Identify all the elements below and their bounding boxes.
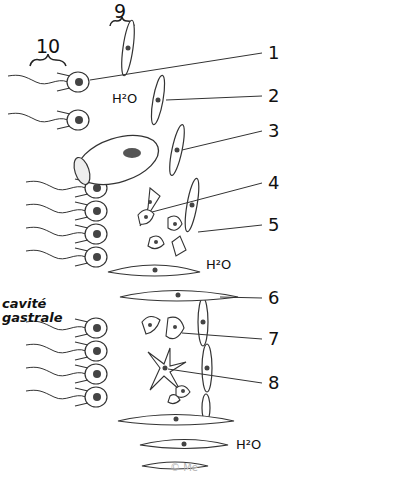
callout-number: 3 bbox=[268, 121, 279, 141]
water-label: H²O bbox=[112, 92, 137, 106]
callout-number: 7 bbox=[268, 329, 279, 349]
leader-line bbox=[90, 53, 262, 383]
callout-number: 8 bbox=[268, 373, 279, 393]
callout-number: 5 bbox=[268, 215, 279, 235]
water-label: H²O bbox=[206, 258, 231, 272]
callout-number: 6 bbox=[268, 288, 279, 308]
callout-number: 1 bbox=[268, 43, 279, 63]
choanocyte bbox=[8, 72, 107, 407]
callout-number: 9 bbox=[114, 1, 126, 22]
pinacocyte bbox=[119, 20, 212, 422]
pinacocyte bbox=[108, 265, 238, 469]
cavity-label: cavité gastrale bbox=[2, 297, 66, 326]
callout-number: 2 bbox=[268, 86, 279, 106]
porocyte bbox=[71, 126, 165, 194]
callout-number: 4 bbox=[268, 173, 279, 193]
water-label: H²O bbox=[236, 438, 261, 452]
watermark: © Me bbox=[170, 462, 198, 473]
nucleus bbox=[144, 200, 185, 393]
callout-number: 10 bbox=[36, 36, 60, 57]
